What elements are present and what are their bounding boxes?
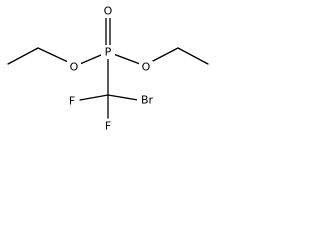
atom-oxygen-left: O <box>70 61 79 74</box>
bonds <box>7 16 209 119</box>
bond-o-ch2-right <box>150 47 179 63</box>
bond-c-br <box>107 94 139 101</box>
atom-bromine: Br <box>141 94 154 107</box>
bond-c-f-left <box>79 94 109 101</box>
atom-phosphorus: P <box>105 46 112 59</box>
structural-formula: O P O O Br F F <box>7 5 209 133</box>
atom-fluorine-bottom: F <box>105 120 111 133</box>
atom-labels: O P O O Br F F <box>66 5 157 133</box>
bond-ch2-ch3-left <box>7 47 39 65</box>
bond-ch2-ch3-right <box>177 47 209 65</box>
atom-fluorine-left: F <box>69 95 75 108</box>
atom-oxygen-top: O <box>104 5 113 18</box>
bond-o-ch2-left <box>37 47 69 63</box>
atom-oxygen-right: O <box>142 61 151 74</box>
